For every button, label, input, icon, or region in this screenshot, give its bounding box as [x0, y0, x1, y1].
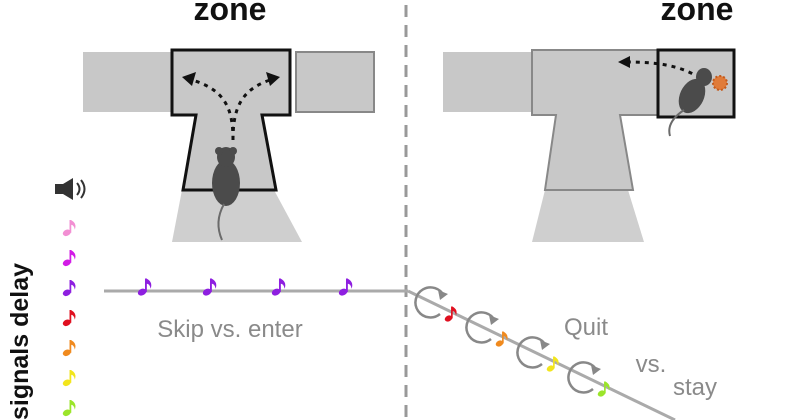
- circular-arrow-icon: [567, 361, 601, 394]
- skip-vs-enter-label: Skip vs. enter: [157, 316, 302, 343]
- music-note-icon: [62, 370, 76, 388]
- offer-tone-notes: [137, 278, 353, 297]
- vs-label: vs.: [636, 351, 667, 378]
- music-note-icon: [202, 278, 217, 297]
- music-note-icon: [271, 278, 286, 297]
- music-note-icon: [338, 278, 353, 297]
- speaker-icon: [55, 178, 86, 200]
- wait-zone-title: zone: [661, 0, 734, 27]
- left-arrow-head: [182, 72, 196, 86]
- right-arena: [443, 48, 736, 242]
- right-arena-room: [295, 51, 375, 113]
- reward-pellet-icon: [712, 75, 728, 91]
- countdown-markers: [414, 286, 610, 398]
- left-choice-path: [191, 78, 235, 141]
- right-offer-zone: [531, 49, 659, 191]
- music-note-icon: [137, 278, 152, 297]
- circular-arrow-icon: [465, 311, 499, 344]
- mouse-icon: [668, 68, 712, 137]
- quit-label: Quit: [564, 314, 608, 341]
- signals-delay-label: signals delay: [6, 263, 34, 420]
- right-corridor-floor: [532, 190, 644, 242]
- music-note-icon: [62, 310, 76, 328]
- stay-label: stay: [673, 374, 717, 401]
- music-note-icon: [62, 280, 76, 298]
- right-arrow-head: [266, 72, 280, 86]
- music-note-icon: [62, 220, 76, 238]
- offer-zone-title: zone: [194, 0, 267, 27]
- music-note-icon: [62, 340, 76, 358]
- left-arena-corridor: [83, 52, 175, 112]
- circular-arrow-icon: [516, 336, 550, 369]
- music-note-icon: [62, 400, 76, 418]
- quit-arrow-head: [618, 56, 630, 68]
- music-note-icon: [62, 250, 76, 268]
- approach-corridor-floor: [172, 190, 302, 242]
- right-left-corridor: [443, 52, 533, 112]
- left-arena: [83, 48, 375, 242]
- tone-scale: [62, 220, 76, 418]
- mouse-icon: [212, 147, 240, 241]
- circular-arrow-icon: [414, 286, 448, 319]
- right-choice-path: [231, 78, 271, 141]
